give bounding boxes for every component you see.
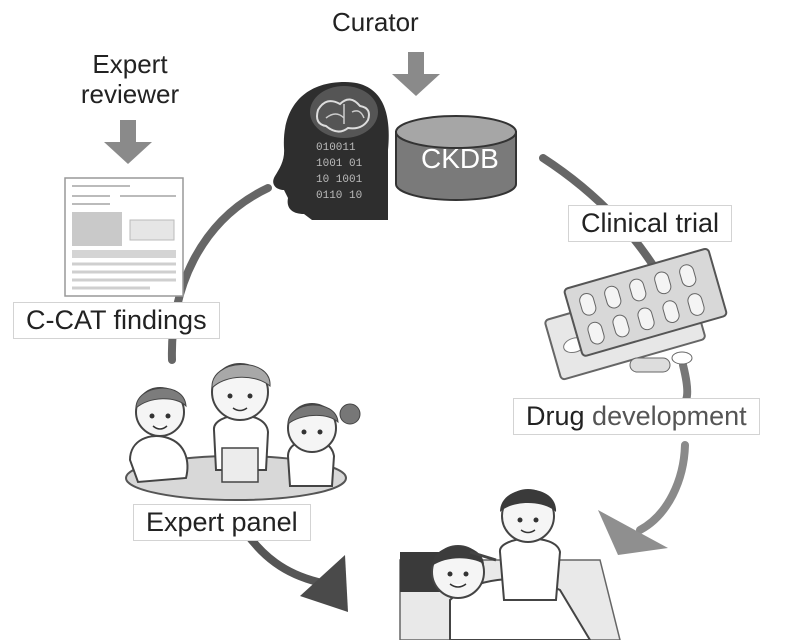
expert-reviewer-line2: reviewer (80, 78, 180, 109)
svg-text:1001 01: 1001 01 (316, 158, 363, 170)
expert-reviewer-label: Expert reviewer (70, 49, 190, 110)
drug-development-word2: development (592, 401, 747, 431)
clinical-trial-box: Clinical trial (568, 205, 733, 242)
svg-text:010011: 010011 (316, 142, 356, 154)
arrowhead-bottom-left (300, 555, 348, 612)
svg-text:10 1001: 10 1001 (316, 174, 363, 186)
drug-development-box: Drug development (513, 398, 760, 435)
drug-development-word1: Drug (526, 401, 585, 431)
svg-text:0110 10: 0110 10 (316, 190, 362, 202)
ckdb-database-icon (395, 115, 517, 201)
down-arrow-curator (392, 52, 440, 96)
arc-right-bottom (636, 441, 689, 534)
curator-label: Curator (332, 7, 419, 37)
down-arrow-reviewer (104, 120, 152, 164)
pill-blister-icon (544, 247, 728, 381)
expert-reviewer-line1: Expert (92, 49, 168, 79)
expert-panel-box: Expert panel (133, 504, 311, 541)
arc-right-mid (679, 361, 692, 404)
ckdb-label: CKDB (421, 143, 499, 174)
team-meeting-icon (125, 363, 361, 501)
c-cat-findings-box: C-CAT findings (13, 302, 220, 339)
patient-bed-icon (399, 489, 621, 640)
ai-head-icon: 010011 1001 01 10 1001 0110 10 (273, 82, 389, 220)
report-document-icon (64, 177, 184, 297)
arrowhead-bottom-right (598, 510, 668, 555)
